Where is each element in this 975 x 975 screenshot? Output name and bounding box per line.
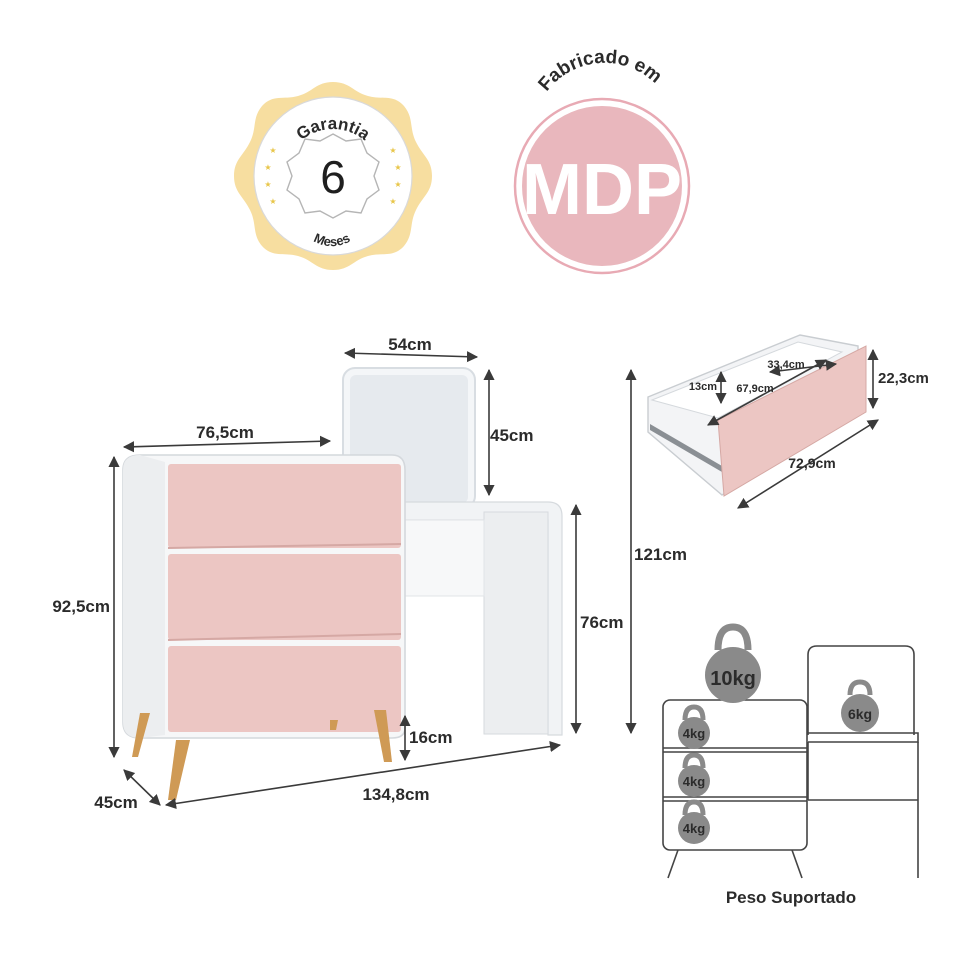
kettlebell-icon — [705, 623, 761, 703]
drawer-rail — [650, 424, 722, 472]
warranty-stars: ★ ★ ★ ★ ★ ★ ★ ★ — [264, 146, 401, 206]
star-icon: ★ — [264, 163, 271, 172]
weight-top: 10kg — [710, 668, 756, 690]
dim-mirror-width: 54cm — [388, 335, 431, 354]
kettlebell-icon — [678, 704, 710, 749]
warranty-badge-inner-seal — [286, 133, 380, 219]
dim-desk-height: 76cm — [580, 613, 623, 632]
drawer-gap-1 — [167, 543, 402, 549]
desk-back-panel — [399, 519, 485, 597]
material-caption: Fabricado em — [534, 47, 665, 95]
dim-drawer-front-length: 72,9cm — [788, 455, 835, 471]
drawer-gap-2 — [167, 633, 402, 641]
svg-text:Fabricado em: Fabricado em — [534, 47, 665, 95]
star-icon: ★ — [264, 180, 271, 189]
star-icon: ★ — [394, 163, 401, 172]
dim-drawer-front-height: 22,3cm — [878, 370, 929, 387]
desk-leg-panel — [483, 511, 549, 735]
kettlebell-icon — [678, 799, 710, 844]
dresser-drawer-2 — [168, 554, 401, 640]
weight-drawer-3: 4kg — [683, 821, 705, 836]
weight-desk: 6kg — [848, 706, 872, 722]
material-badge: Fabricado em MDP — [513, 47, 691, 275]
dresser-drawer-1 — [168, 464, 401, 548]
dim-drawer-inner-width: 33,4cm — [767, 359, 805, 371]
dresser-leg — [330, 720, 338, 730]
vanity-illustration — [122, 367, 563, 800]
kettlebell-icon — [841, 679, 879, 732]
dim-mirror-height: 45cm — [490, 426, 533, 445]
svg-text:Meses: Meses — [312, 230, 353, 249]
dimension-lines: 54cm 45cm 76,5cm 92,5cm 76cm 121cm 16cm … — [52, 335, 687, 812]
drawer-detail: 33,4cm 13cm 67,9cm 22,3cm 72,9cm — [647, 334, 929, 509]
material-name: MDP — [522, 150, 682, 230]
dim-drawer-inner-length: 67,9cm — [736, 383, 774, 395]
star-icon: ★ — [389, 197, 396, 206]
dim-total-height: 121cm — [634, 545, 687, 564]
star-icon: ★ — [269, 197, 276, 206]
weight-drawer-1: 4kg — [683, 726, 705, 741]
dim-depth: 45cm — [94, 793, 137, 812]
material-badge-circle — [522, 106, 682, 266]
dim-total-width: 134,8cm — [362, 785, 429, 804]
dim-dresser-height: 92,5cm — [52, 597, 110, 616]
star-icon: ★ — [269, 146, 276, 155]
warranty-unit: Meses — [312, 230, 353, 249]
weight-diagram: 10kg 6kg 4kg 4kg 4kg Peso Suportado — [662, 623, 919, 907]
star-icon: ★ — [394, 180, 401, 189]
weight-drawer-2: 4kg — [683, 774, 705, 789]
dresser-side — [123, 455, 165, 738]
star-icon: ★ — [389, 146, 396, 155]
dim-drawer-inner-height: 13cm — [689, 381, 717, 393]
kettlebell-icon — [678, 752, 710, 797]
dim-leg-height: 16cm — [409, 728, 452, 747]
dim-dresser-width: 76,5cm — [196, 423, 254, 442]
dresser-drawer-3 — [168, 646, 401, 732]
warranty-number: 6 — [320, 151, 346, 203]
dresser-leg — [132, 713, 150, 757]
warranty-badge: ★ ★ ★ ★ ★ ★ ★ ★ Garantia 6 Meses — [234, 82, 432, 270]
dresser-leg — [168, 740, 190, 800]
weight-caption: Peso Suportado — [726, 888, 856, 907]
